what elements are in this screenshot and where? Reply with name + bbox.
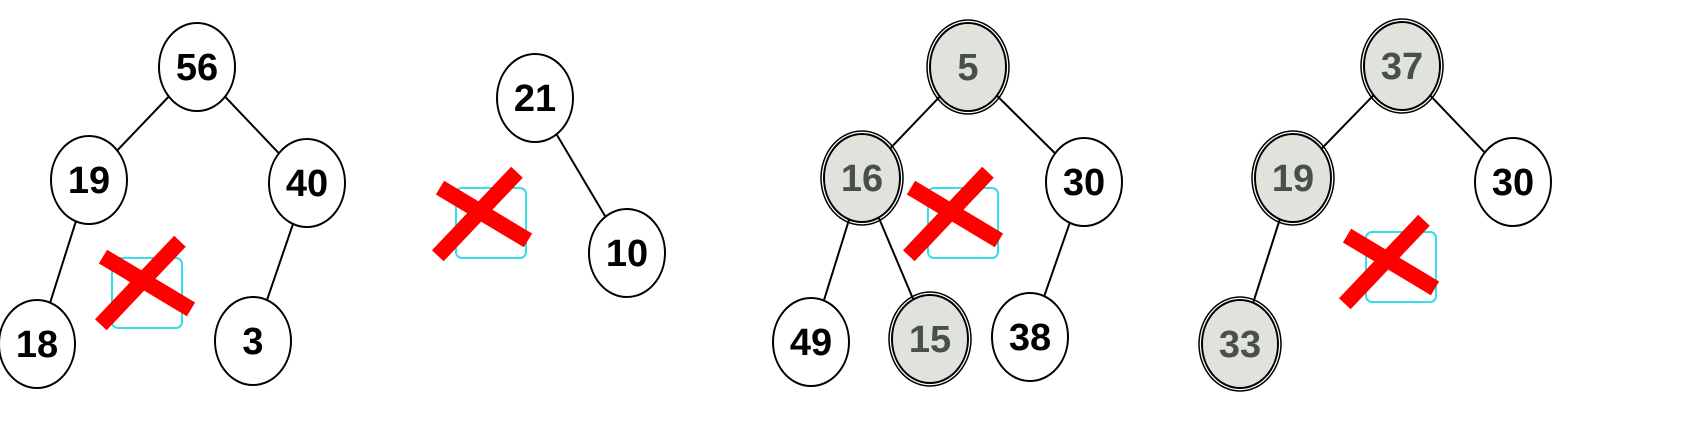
edge-t4-n19-t4-n33: [1252, 218, 1281, 304]
node-label: 40: [286, 163, 328, 205]
tree-node-10: 10: [588, 208, 666, 298]
cross-stroke: [1338, 214, 1430, 310]
tree-node-19: 19: [1251, 130, 1335, 226]
tree-node-49: 49: [772, 297, 850, 387]
edge-t4-n37-t4-n19: [1320, 94, 1375, 150]
node-outer-ring: [820, 130, 904, 226]
edge-t3-n16-t3-n49: [822, 219, 851, 301]
cross-stroke: [902, 166, 994, 262]
node-circle: [891, 294, 969, 384]
node-label: 3: [242, 321, 263, 363]
node-label: 21: [514, 78, 556, 120]
node-label: 37: [1381, 46, 1423, 88]
node-circle: [772, 297, 850, 387]
node-label: 10: [606, 233, 648, 275]
tree-node-38: 38: [991, 292, 1069, 382]
edge-t3-n30-t3-n38: [1043, 222, 1071, 297]
node-label: 33: [1219, 324, 1261, 366]
tree-node-21: 21: [496, 53, 574, 143]
node-label: 56: [176, 47, 218, 89]
edge-t3-n5-t3-n16: [889, 95, 941, 150]
node-circle: [929, 22, 1007, 112]
node-label: 30: [1063, 162, 1105, 204]
cross-stroke: [94, 235, 186, 331]
edges-layer: [49, 94, 1486, 304]
node-circle: [823, 133, 901, 223]
node-outer-ring: [1251, 130, 1335, 226]
node-label: 30: [1492, 162, 1534, 204]
node-label: 19: [68, 160, 110, 202]
tree-node-37: 37: [1360, 18, 1444, 114]
missing-child-markers: [94, 166, 1440, 331]
node-label: 38: [1009, 317, 1051, 359]
tree-node-5: 5: [926, 19, 1010, 115]
tree-node-18: 18: [0, 299, 76, 389]
node-label: 15: [909, 319, 951, 361]
node-circle: [158, 22, 236, 112]
node-label: 49: [790, 322, 832, 364]
node-circle: [496, 53, 574, 143]
node-outer-ring: [888, 291, 972, 387]
node-outer-ring: [1198, 296, 1282, 392]
tree-node-3: 3: [214, 296, 292, 386]
node-circle: [268, 138, 346, 228]
node-outer-ring: [1360, 18, 1444, 114]
node-circle: [1254, 133, 1332, 223]
node-circle: [991, 292, 1069, 382]
tree-1-cross-icon: [94, 235, 196, 331]
edge-t1-n56-t1-n19: [116, 95, 170, 152]
tree-node-16: 16: [820, 130, 904, 226]
edge-t1-n40-t1-n3: [266, 223, 294, 301]
edge-t1-n56-t1-n40: [224, 95, 280, 155]
edge-t4-n37-t4-n30: [1429, 94, 1486, 154]
tree-node-15: 15: [888, 291, 972, 387]
edge-t3-n5-t3-n30: [996, 94, 1056, 155]
node-label: 16: [841, 158, 883, 200]
node-label: 18: [16, 324, 58, 366]
placeholder-box: [455, 187, 527, 259]
edge-t3-n16-t3-n15: [877, 217, 915, 300]
tree-2-cross-icon: [431, 166, 533, 262]
node-circle: [1363, 21, 1441, 111]
edge-t2-n21-t2-n10: [555, 133, 607, 218]
tree-node-56: 56: [158, 22, 236, 112]
node-circle: [0, 299, 76, 389]
node-label: 19: [1272, 158, 1314, 200]
nodes-layer: 56 19 40 18 3 21 10 5 16 30 49 15 38 37 19 30 33: [0, 18, 1552, 392]
tree-3-cross-icon: [902, 166, 1004, 262]
edge-t1-n19-t1-n18: [49, 221, 77, 303]
node-circle: [588, 208, 666, 298]
tree-node-30: 30: [1474, 137, 1552, 227]
tree-node-19: 19: [50, 135, 128, 225]
tree-node-40: 40: [268, 138, 346, 228]
tree-node-30: 30: [1045, 137, 1123, 227]
tree-4-cross-icon: [1338, 214, 1440, 310]
node-label: 5: [957, 47, 978, 89]
node-circle: [1201, 299, 1279, 389]
tree-node-33: 33: [1198, 296, 1282, 392]
node-circle: [214, 296, 292, 386]
node-outer-ring: [926, 19, 1010, 115]
placeholder-box: [111, 257, 183, 329]
placeholder-box: [1365, 231, 1437, 303]
cross-stroke: [431, 166, 523, 262]
node-circle: [1474, 137, 1552, 227]
node-circle: [50, 135, 128, 225]
node-circle: [1045, 137, 1123, 227]
